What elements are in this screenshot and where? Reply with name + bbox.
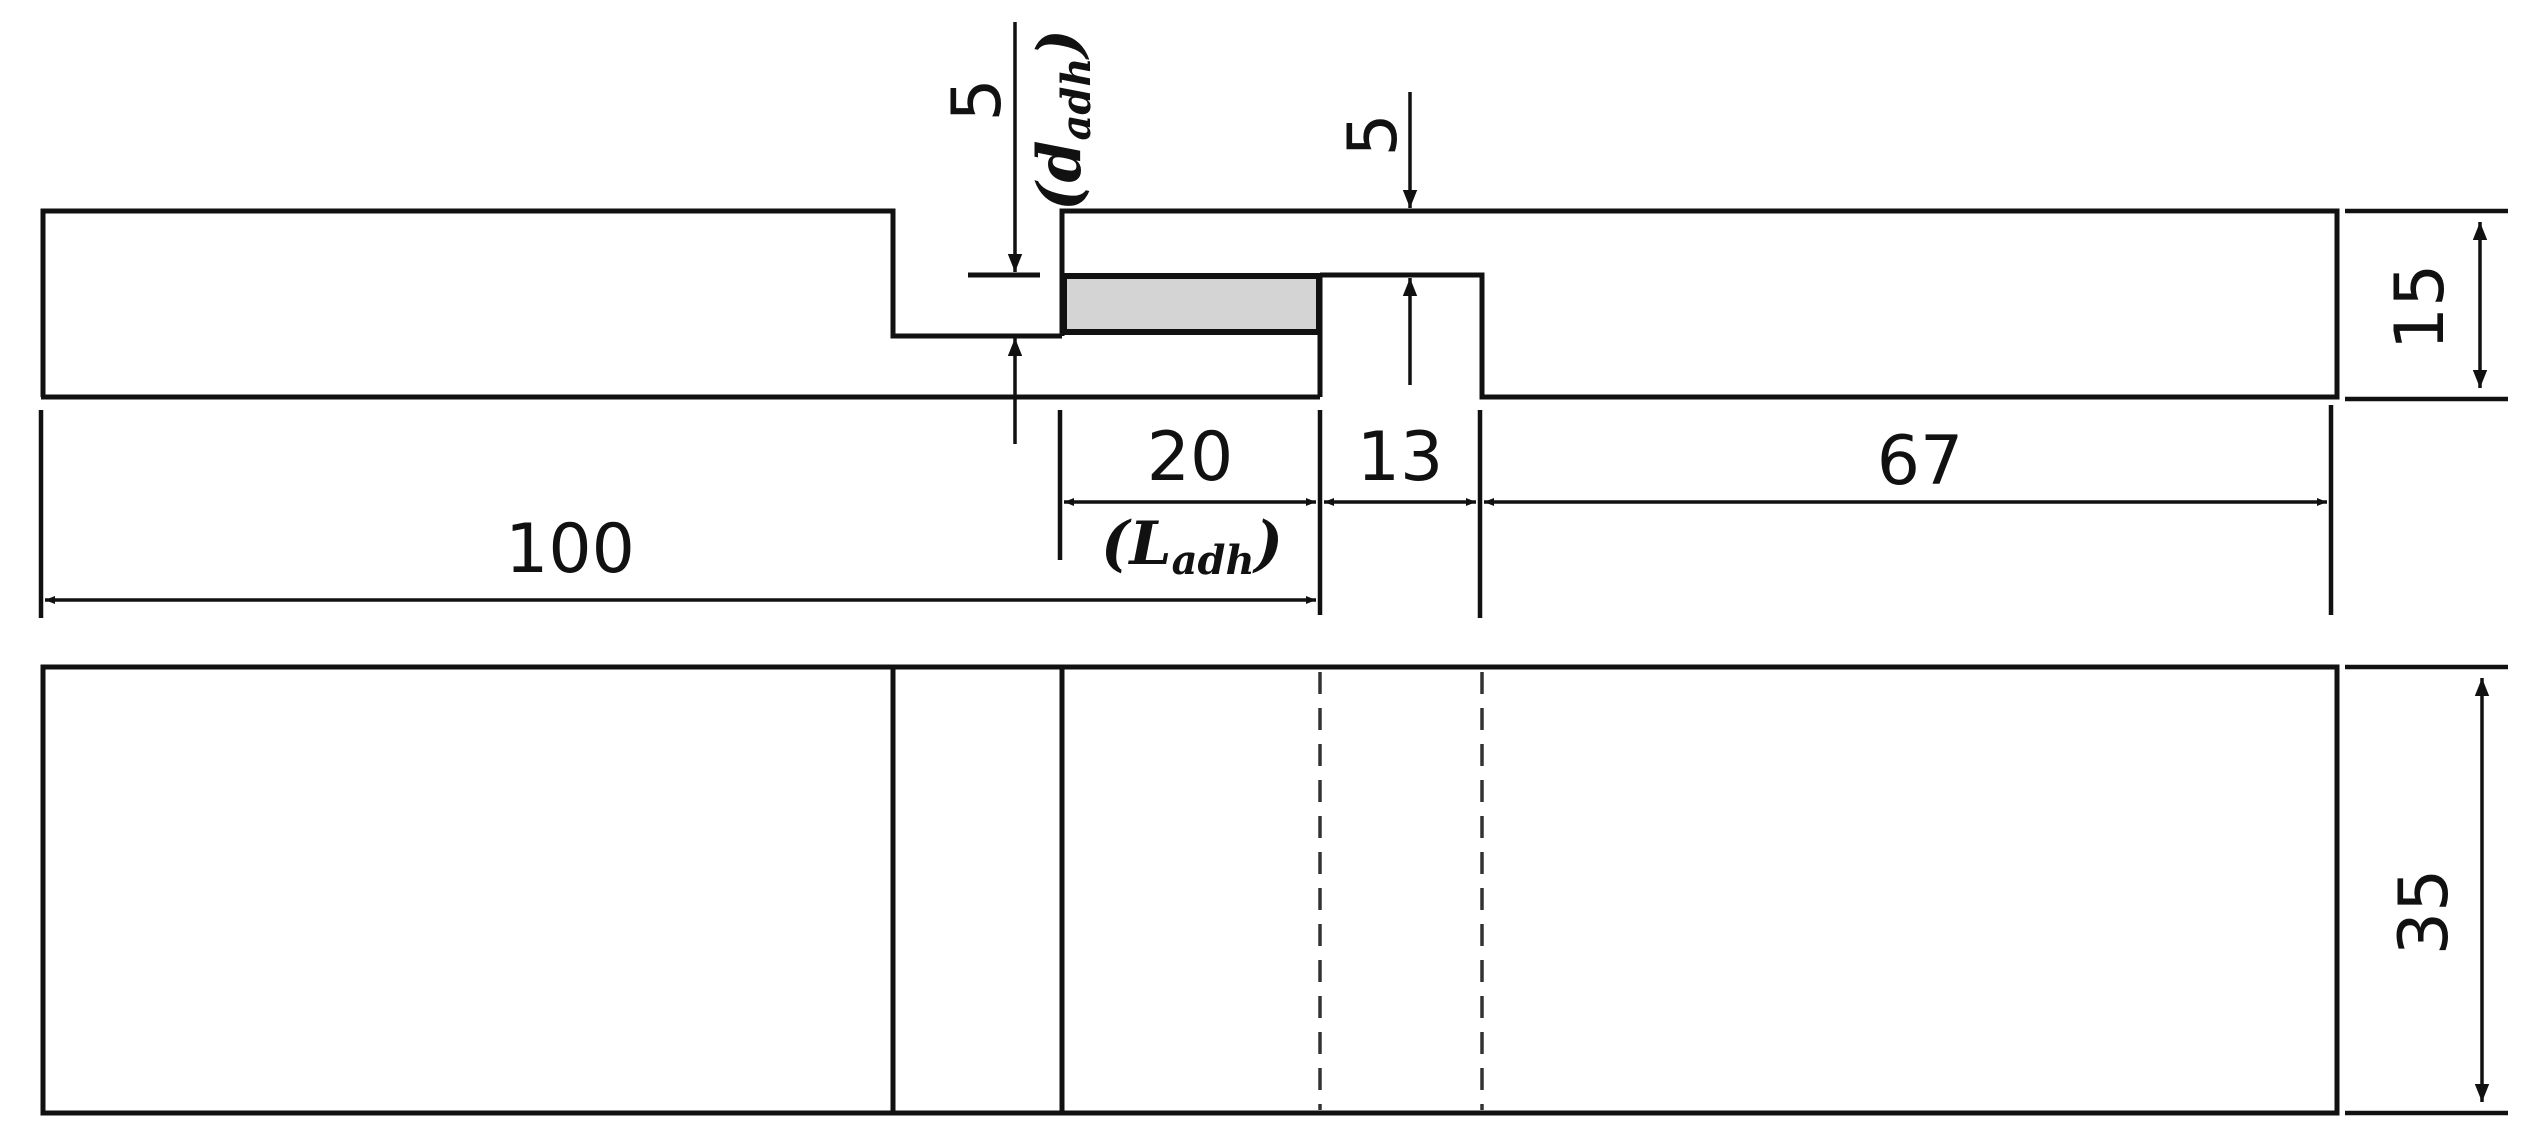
dim-adhesive-length-label: 20 (1147, 418, 1234, 497)
dim-gap-label: 13 (1357, 418, 1444, 497)
dim-total-left-label: 100 (505, 510, 635, 589)
adhesive-depth-symbol: (dadh) (1025, 29, 1100, 211)
horizontal-extension-lines (38, 405, 2334, 618)
dim-width-label: 35 (2385, 869, 2464, 956)
right-overhang-dimension: 67 (1484, 422, 2327, 506)
adhesive-thickness-dimension: 5 (dadh) (938, 22, 1100, 444)
adhesive-length-symbol: (Ladh) (1101, 509, 1283, 584)
gap-dimension: 13 (1324, 418, 1476, 506)
adhesive-length-dimension: 20 (Ladh) (1064, 418, 1316, 584)
right-adherend-outline (1059, 208, 2340, 400)
total-left-dimension: 100 (45, 510, 1316, 604)
side-view (40, 208, 2340, 400)
top-view-outline (40, 664, 2340, 1116)
left-adherend-outline (40, 208, 1062, 397)
step-top-dimension: 5 (1334, 92, 1418, 385)
height-dimension: 15 (2345, 208, 2508, 402)
adhesive-layer (1061, 273, 1322, 335)
dim-height-label: 15 (2381, 264, 2460, 351)
top-view (40, 664, 2340, 1116)
dim-right-overhang-label: 67 (1877, 422, 1964, 501)
dim-step-top-label: 5 (1334, 113, 1413, 156)
dim-step-left-label: 5 (938, 78, 1017, 121)
width-dimension: 35 (2345, 664, 2508, 1116)
